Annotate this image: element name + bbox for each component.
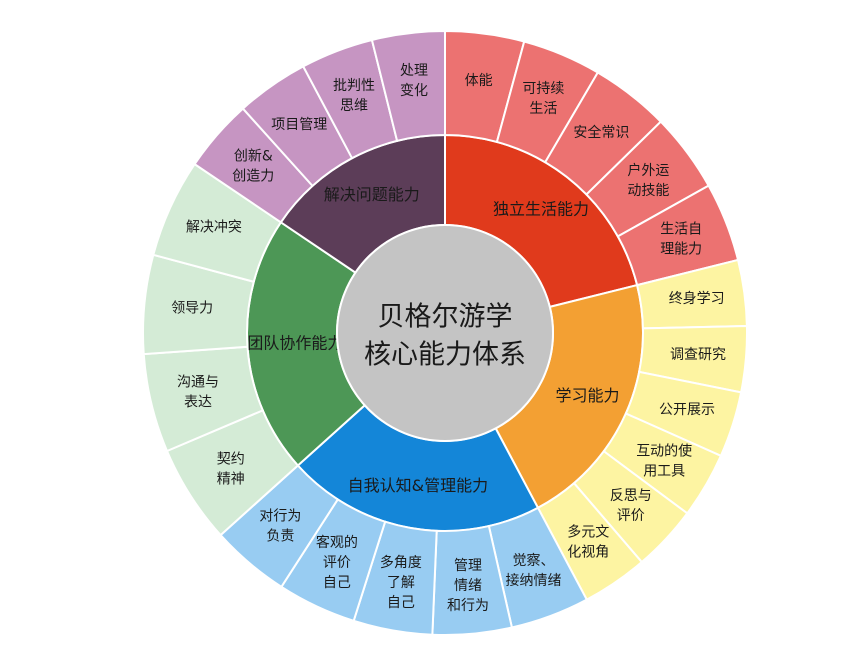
sub-label-teamwork-2: 沟通与 (177, 374, 219, 390)
sub-label-problem-solving-2: 项目管理 (271, 117, 327, 133)
sub-label-self-awareness-3: 了解 (387, 575, 415, 591)
center-title-line-1: 贝格尔游学 (378, 302, 513, 333)
sub-label-independent-living-3: 安全常识 (573, 124, 629, 141)
category-label-independent-living: 独立生活能力 (493, 200, 589, 219)
category-label-teamwork: 团队协作能力 (247, 333, 343, 352)
sub-label-independent-living-2: 生活 (529, 101, 557, 117)
category-label-learning: 学习能力 (555, 386, 619, 405)
sub-label-teamwork-1: 契约 (217, 452, 245, 468)
sub-label-teamwork-3: 领导力 (171, 301, 213, 317)
wheel-rings (142, 29, 748, 637)
sub-label-learning-4: 互动的使 (636, 442, 692, 459)
sub-label-problem-solving-1: 创造力 (232, 168, 274, 184)
sub-label-self-awareness-1: 接纳情绪 (506, 572, 562, 589)
sub-label-self-awareness-2: 情绪 (454, 578, 482, 594)
sub-sector-problem-solving-4 (370, 29, 446, 143)
sub-label-independent-living-5: 理能力 (660, 242, 702, 258)
sub-label-learning-5: 评价 (617, 508, 645, 524)
category-label-problem-solving: 解决问题能力 (324, 185, 420, 204)
sub-label-independent-living-2: 可持续 (522, 80, 564, 97)
sub-label-learning-4: 用工具 (643, 463, 685, 479)
sub-label-self-awareness-4: 客观的 (316, 534, 358, 551)
sub-label-learning-5: 反思与 (610, 488, 652, 504)
sub-label-self-awareness-3: 自己 (387, 595, 415, 611)
sub-label-problem-solving-3: 思维 (340, 98, 368, 114)
sub-label-problem-solving-4: 处理 (400, 63, 428, 79)
center-title-line-2: 核心能力体系 (364, 340, 526, 371)
sub-label-independent-living-4: 户外运 (627, 162, 669, 179)
center-disc (336, 224, 554, 442)
sub-label-self-awareness-2: 和行为 (447, 598, 489, 614)
sub-label-self-awareness-4: 自己 (323, 575, 351, 591)
sub-label-teamwork-2: 表达 (184, 394, 212, 410)
sub-label-learning-6: 化视角 (567, 545, 609, 561)
sub-label-problem-solving-3: 批判性 (333, 78, 375, 94)
sub-label-learning-3: 公开展示 (659, 402, 715, 418)
sub-label-self-awareness-5: 负责 (266, 528, 294, 544)
sub-label-learning-2: 调查研究 (670, 347, 726, 363)
sub-label-teamwork-4: 解决冲突 (186, 220, 242, 236)
sub-label-self-awareness-5: 对行为 (259, 508, 301, 524)
sub-label-self-awareness-2: 管理 (454, 558, 482, 574)
sub-label-problem-solving-4: 变化 (400, 83, 428, 99)
sub-label-learning-1: 终身学习 (669, 291, 725, 307)
sub-label-self-awareness-3: 多角度 (380, 554, 422, 571)
sub-label-independent-living-4: 动技能 (627, 183, 669, 199)
sub-label-independent-living-1: 体能 (465, 73, 493, 89)
sub-label-problem-solving-1: 创新& (234, 148, 273, 164)
sub-label-self-awareness-1: 觉察、 (513, 552, 555, 569)
sub-label-independent-living-5: 生活自 (660, 222, 702, 238)
sub-label-self-awareness-4: 评价 (323, 555, 351, 571)
sub-label-learning-6: 多元文 (567, 524, 609, 541)
category-label-self-awareness: 自我认知&管理能力 (348, 476, 488, 495)
sub-label-teamwork-1: 精神 (217, 472, 245, 488)
